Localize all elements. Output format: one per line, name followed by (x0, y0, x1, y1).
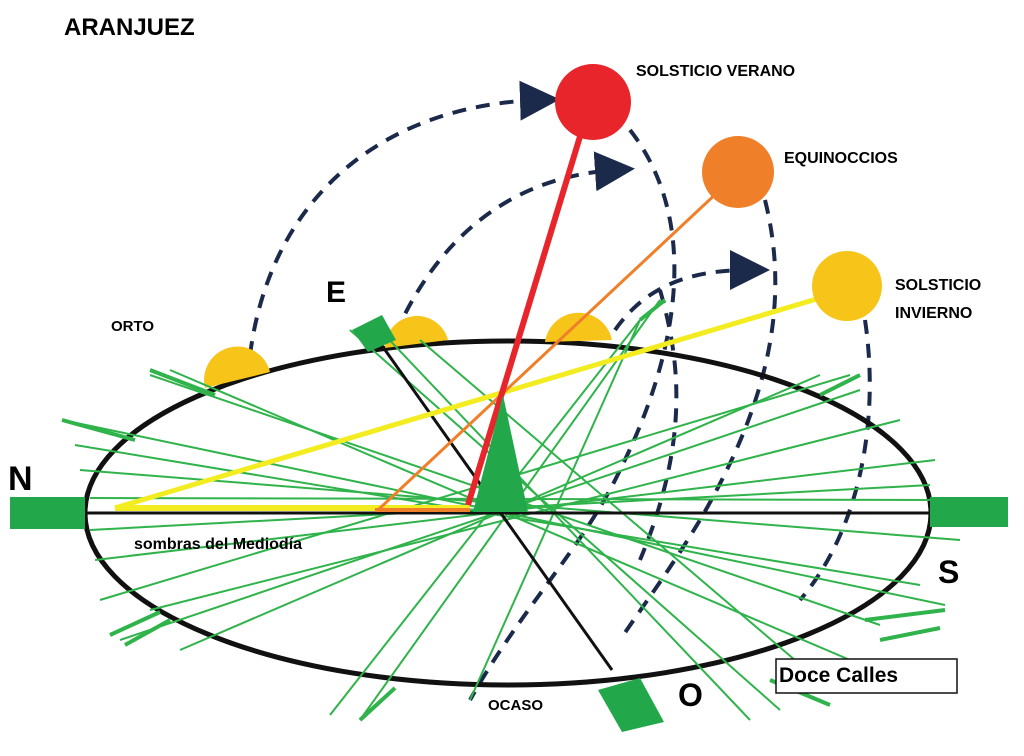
equinox-sunrise-disc (384, 315, 448, 348)
shadow-line (349, 329, 781, 711)
summer-sun-path-rise (248, 80, 560, 356)
horizon-tick (61, 418, 136, 442)
winter-sunrise-disc (545, 312, 612, 342)
sunrise-label: ORTO (111, 318, 154, 335)
shadow-line (379, 329, 751, 721)
horizon-ticks (61, 298, 946, 722)
shadow-line (469, 319, 641, 701)
south-letter: S (938, 554, 959, 590)
horizon-tick (819, 373, 861, 397)
summer-solstice-label: SOLSTICIO VERANO (636, 63, 795, 80)
winter-sun-path-rise (613, 250, 770, 332)
winter-sun (812, 251, 882, 321)
horizon-tick (358, 686, 397, 722)
north-marker (10, 497, 85, 529)
south-marker (930, 497, 1008, 527)
credit-text: Doce Calles (779, 664, 898, 687)
sun-paths (248, 80, 872, 701)
shadow-line (119, 389, 861, 641)
horizon-tick (879, 626, 941, 642)
west-marker (598, 678, 664, 732)
diagram-title: ARANJUEZ (64, 14, 195, 41)
gnomon (473, 395, 528, 512)
summer-sun-path-set (468, 128, 677, 701)
winter-sun-path-inner (638, 289, 679, 561)
horizon-tick (109, 610, 161, 637)
equinox-sun-path-set (618, 199, 778, 642)
equinoxes-label: EQUINOCCIOS (784, 150, 898, 167)
credit-box (775, 658, 958, 694)
horizon-tick (864, 608, 946, 622)
shadow-line (149, 419, 901, 611)
summer-sun-ray (465, 119, 588, 506)
shadow-line (74, 444, 921, 586)
equinox-sun-ray (376, 188, 722, 512)
equinox-sun-path-rise (393, 151, 635, 336)
winter-sun-ray (114, 295, 821, 511)
sunset-label: OCASO (488, 697, 543, 714)
summer-sunrise-disc (204, 346, 270, 388)
equinox-sun (702, 136, 774, 208)
horizon-tick (638, 298, 667, 322)
horizon-tick (149, 368, 216, 397)
west-letter: O (678, 677, 703, 713)
rising-suns (204, 312, 612, 388)
horizon-tick (124, 618, 171, 647)
noon-shadows-label: sombras del Mediodía (134, 536, 302, 553)
shadow-line (419, 339, 831, 691)
north-letter: N (8, 460, 33, 498)
winter-solstice-label-line1: SOLSTICIO (895, 277, 981, 294)
winter-solstice-label-line2: INVIERNO (895, 305, 972, 322)
shadow-line (169, 369, 851, 661)
east-marker (352, 315, 396, 352)
east-letter: E (326, 276, 346, 309)
summer-sun (555, 64, 631, 140)
winter-sun-path-set (798, 319, 872, 602)
